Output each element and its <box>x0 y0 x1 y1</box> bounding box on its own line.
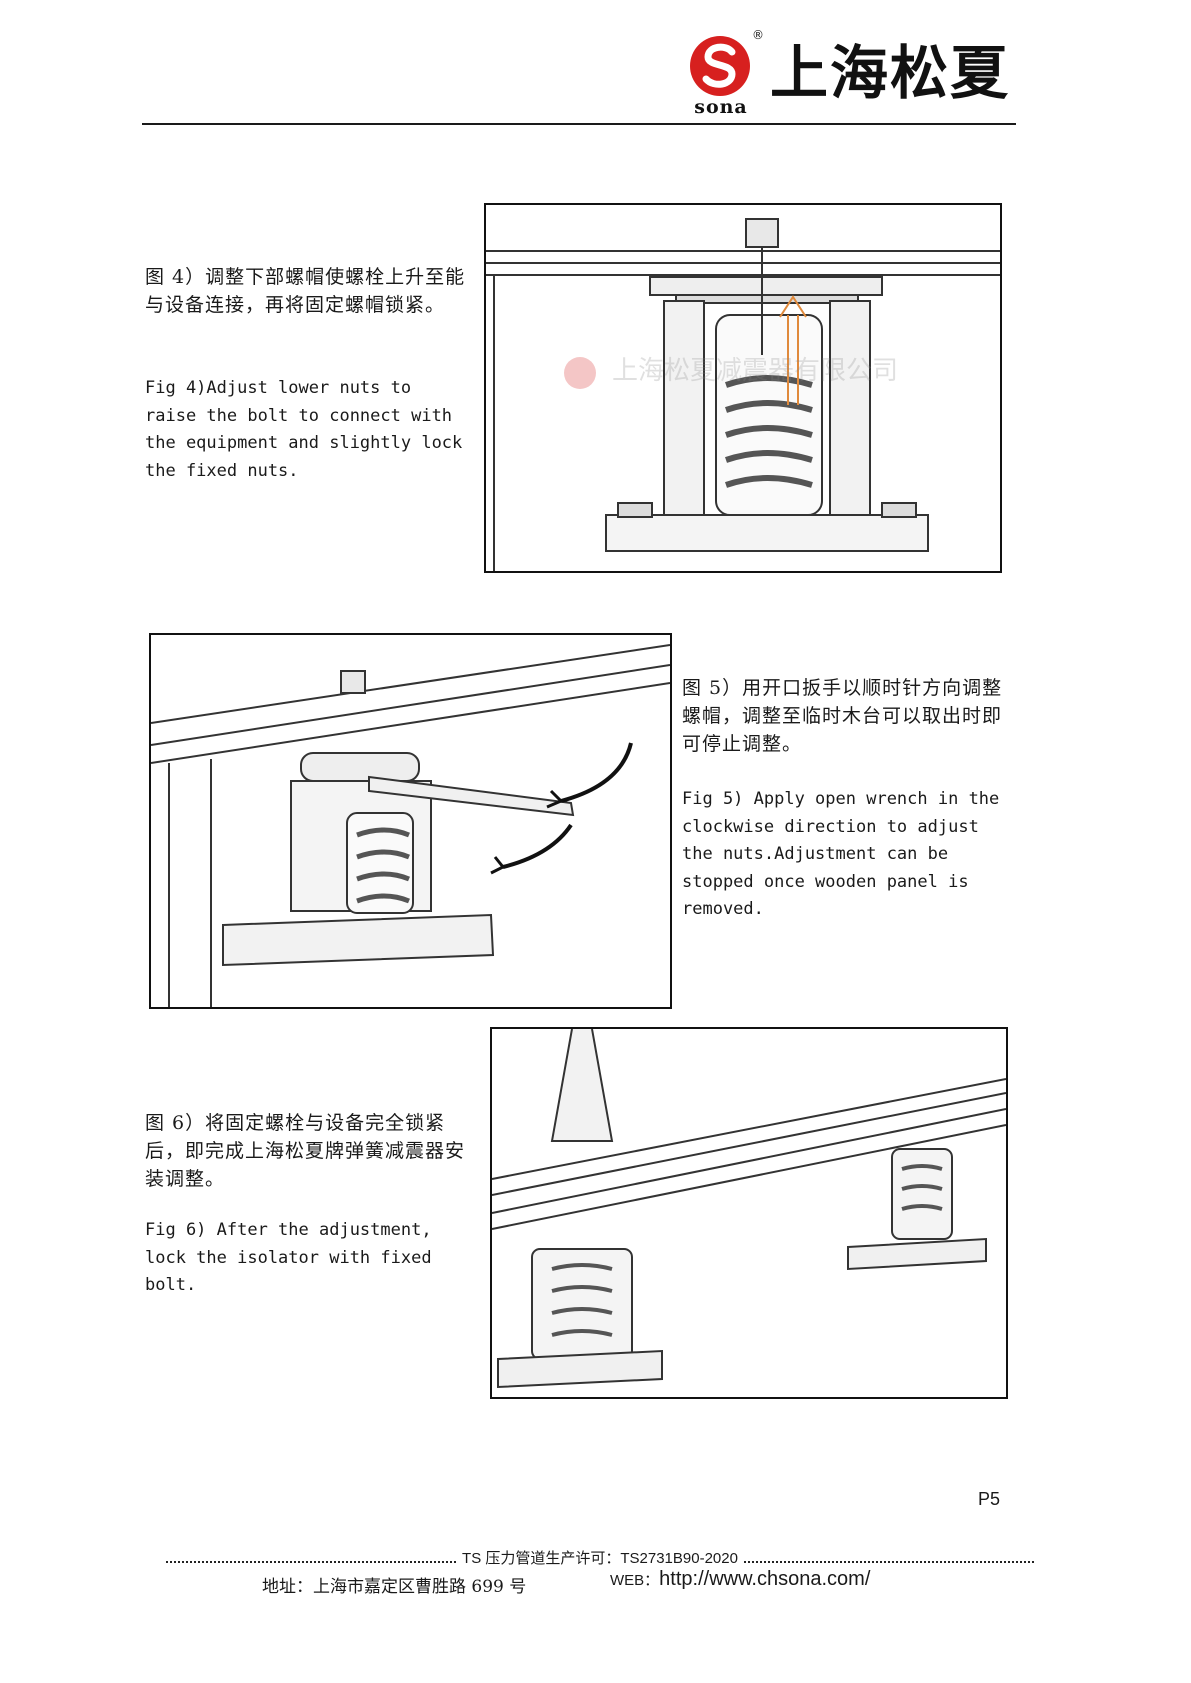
footer-address: 地址：上海市嘉定区曹胜路 699 号 <box>262 1577 527 1597</box>
watermark-text: 上海松夏减震器有限公司 <box>612 356 898 386</box>
footer-dots-right <box>743 1553 1034 1563</box>
fig4-illustration: 上海松夏减震器有限公司 <box>484 203 1002 573</box>
footer-license: TS 压力管道生产许可：TS2731B90-2020 <box>462 1550 738 1567</box>
page-number: P5 <box>978 1489 1001 1509</box>
fig5-caption-cn: 图 5）用开口扳手以顺时针方向调整螺帽，调整至临时木台可以取出时即可停止调整。 <box>682 677 1003 755</box>
header-divider <box>142 123 1016 125</box>
fig6-caption-en: Fig 6) After the adjustment, lock the is… <box>145 1220 432 1295</box>
footer-web: WEB：http://www.chsona.com/ <box>610 1568 870 1591</box>
fig4-caption-cn: 图 4）调整下部螺帽使螺栓上升至能与设备连接，再将固定螺帽锁紧。 <box>145 266 466 316</box>
fig6-caption-cn: 图 6）将固定螺栓与设备完全锁紧后，即完成上海松夏牌弹簧减震器安 装调整。 <box>145 1112 466 1190</box>
sona-logo-icon <box>690 36 750 96</box>
company-name: 上海松夏 <box>770 39 1011 107</box>
footer-license-line: TS 压力管道生产许可：TS2731B90-2020 <box>160 1547 1040 1568</box>
footer-web-url[interactable]: http://www.chsona.com/ <box>659 1568 871 1590</box>
brand-wordmark: sona <box>694 96 748 118</box>
footer-dots-left <box>166 1553 457 1563</box>
fig5-caption-en: Fig 5) Apply open wrench in the clockwis… <box>682 789 1000 919</box>
fig4-caption-en: Fig 4)Adjust lower nuts to raise the bol… <box>145 378 463 481</box>
footer-web-label: WEB： <box>610 1572 660 1589</box>
fig6-illustration <box>490 1027 1008 1399</box>
fig5-illustration <box>149 633 672 1009</box>
registered-mark: ® <box>752 28 764 42</box>
